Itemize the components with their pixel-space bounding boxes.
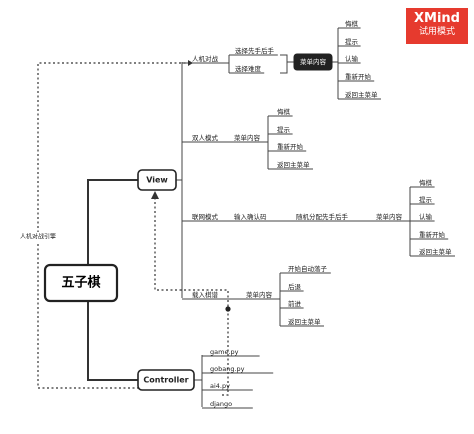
replay-item[interactable]: 前进: [288, 299, 302, 308]
branch-replay[interactable]: 载入棋谱: [192, 290, 219, 299]
pvc-menu-label[interactable]: 菜单内容: [300, 57, 327, 66]
branch-pvp[interactable]: 双人模式: [192, 133, 219, 142]
online-item[interactable]: 悔棋: [419, 178, 433, 187]
pvp-item[interactable]: 返回主菜单: [277, 160, 310, 169]
controller-node-label[interactable]: Controller: [143, 376, 188, 385]
pvc-item[interactable]: 重新开始: [345, 72, 372, 81]
replay-menu[interactable]: 菜单内容: [246, 290, 273, 299]
ai-to-view-relation: [154, 194, 229, 396]
view-node-label[interactable]: View: [146, 176, 168, 185]
pvc-item[interactable]: 悔棋: [345, 19, 359, 28]
engine-relation: [37, 62, 190, 389]
pvc-merge: [280, 54, 288, 74]
root-node-label[interactable]: 五子棋: [61, 275, 100, 291]
online-step2[interactable]: 随机分配先手后手: [296, 212, 349, 221]
online-menu[interactable]: 菜单内容: [376, 212, 403, 221]
online-item[interactable]: 提示: [419, 195, 433, 204]
pvc-item[interactable]: 提示: [345, 37, 359, 46]
online-step1[interactable]: 输入确认码: [234, 212, 267, 221]
engine-label-bg: [16, 232, 60, 242]
root-to-controller-edge: [87, 301, 138, 381]
engine-arrowhead: [188, 60, 193, 66]
replay-item[interactable]: 后退: [288, 282, 302, 291]
view-arrowhead: [151, 191, 159, 199]
branch-pvc[interactable]: 人机对战: [192, 54, 219, 63]
xmind-trial-badge: XMind 试用模式: [406, 8, 468, 44]
badge-brand: XMind: [414, 11, 460, 26]
file-item[interactable]: game.py: [210, 348, 239, 356]
pvc-item[interactable]: 返回主菜单: [345, 90, 378, 99]
branch-online[interactable]: 联网模式: [192, 212, 219, 221]
file-item[interactable]: django: [210, 400, 232, 408]
pvp-item[interactable]: 悔棋: [277, 107, 291, 116]
pvc-menu-box[interactable]: [293, 53, 333, 71]
online-item[interactable]: 重新开始: [419, 230, 446, 239]
file-item[interactable]: ai4.py: [210, 382, 230, 390]
root-node[interactable]: [43, 263, 119, 303]
view-node[interactable]: [137, 169, 177, 191]
online-item[interactable]: 返回主菜单: [419, 247, 452, 256]
pvc-option[interactable]: 选择难度: [235, 64, 262, 73]
badge-subtitle: 试用模式: [418, 27, 455, 37]
replay-item[interactable]: 返回主菜单: [288, 317, 321, 326]
pvp-menu[interactable]: 菜单内容: [234, 133, 261, 142]
controller-node[interactable]: [137, 369, 195, 391]
online-item[interactable]: 认输: [419, 212, 433, 221]
root-to-view-edge: [87, 179, 138, 265]
pvc-item[interactable]: 认输: [345, 54, 359, 63]
engine-relation-label[interactable]: 人机对战引擎: [20, 233, 56, 241]
file-item[interactable]: gobang.py: [210, 365, 245, 373]
pvc-option[interactable]: 选择先手后手: [235, 46, 275, 55]
pvp-item[interactable]: 重新开始: [277, 142, 304, 151]
replay-item[interactable]: 开始自动落子: [288, 264, 328, 273]
relation-dot: [225, 306, 231, 312]
pvp-item[interactable]: 提示: [277, 125, 291, 134]
